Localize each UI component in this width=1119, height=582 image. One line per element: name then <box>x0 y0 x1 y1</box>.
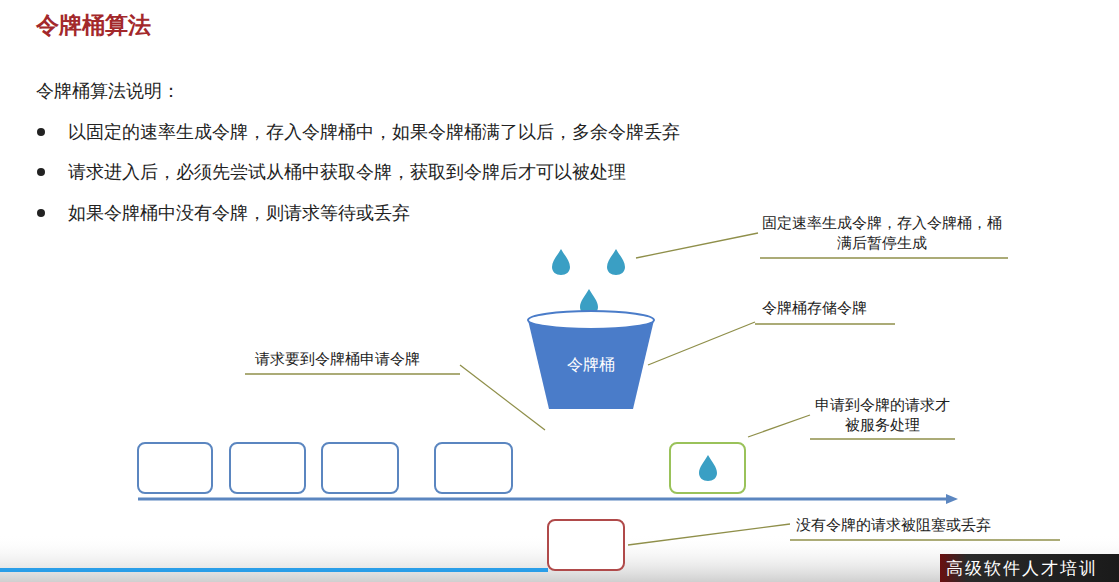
watermark: 高级软件人才培训 <box>946 557 1098 580</box>
leader-line <box>648 322 755 365</box>
token-bucket: 令牌桶 <box>527 310 655 410</box>
title: 令牌桶算法 <box>36 10 151 41</box>
timeline-head <box>946 494 958 504</box>
leader-underline <box>760 257 1008 258</box>
bullet <box>37 209 45 217</box>
timeline <box>138 498 950 501</box>
callout-text: 令牌桶存储令牌 <box>762 299 867 318</box>
intro-text: 令牌桶算法说明： <box>36 79 180 103</box>
callout-text: 固定速率生成令牌，存入令牌桶，桶满后暂停生成 <box>762 214 1002 253</box>
callout-text: 申请到令牌的请求才被服务处理 <box>812 396 952 435</box>
progress-bar <box>0 568 548 572</box>
leader-underline <box>790 539 1060 540</box>
leader-line <box>636 233 758 258</box>
token-drop <box>552 249 570 275</box>
bullet-text: 如果令牌桶中没有令牌，则请求等待或丢弃 <box>68 201 410 225</box>
token-drop <box>699 455 717 481</box>
bullet <box>37 128 45 136</box>
leader-underline <box>245 373 460 374</box>
leader-underline <box>755 323 895 324</box>
blocked-request-box <box>548 520 624 570</box>
bullet-text: 请求进入后，必须先尝试从桶中获取令牌，获取到令牌后才可以被处理 <box>68 160 626 184</box>
callout-text: 没有令牌的请求被阻塞或丢弃 <box>796 516 991 535</box>
bullet-text: 以固定的速率生成令牌，存入令牌桶中，如果令牌桶满了以后，多余令牌丢弃 <box>68 120 680 144</box>
leader-line <box>628 524 790 545</box>
callout-text: 请求要到令牌桶申请令牌 <box>255 350 420 369</box>
served-request-box <box>670 443 745 493</box>
request-box <box>230 443 305 493</box>
bullet <box>37 168 45 176</box>
leader-underline <box>810 438 955 439</box>
leader-line <box>460 365 545 430</box>
request-box <box>322 443 398 493</box>
watermark-bar <box>940 554 1119 582</box>
leader-line <box>748 415 810 437</box>
request-box <box>138 443 212 493</box>
token-drop <box>607 249 625 275</box>
request-box <box>435 443 512 493</box>
bucket-label: 令牌桶 <box>527 355 655 376</box>
